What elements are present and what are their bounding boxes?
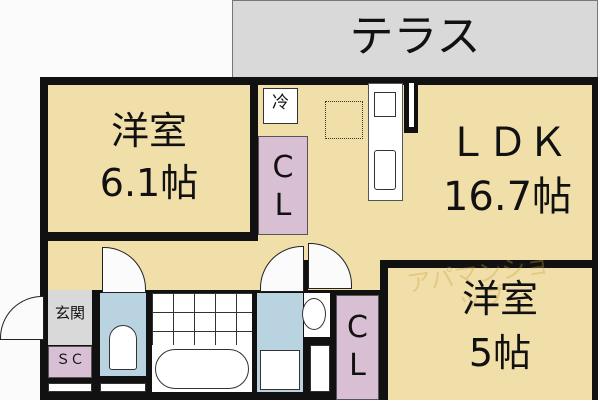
toilet-icon	[109, 325, 137, 370]
closet-1-c: C	[272, 150, 294, 185]
western-room-2-size: 5帖	[468, 331, 532, 375]
bathroom	[152, 293, 252, 345]
western-room-2	[388, 268, 592, 400]
terrace	[232, 0, 598, 78]
range-hood-mark	[325, 101, 363, 139]
storage-2	[100, 383, 146, 392]
western-room-2-name: 洋室	[461, 277, 538, 321]
bathtub-icon	[155, 349, 249, 389]
closet-1	[258, 136, 308, 235]
western-room-1-name: 洋室	[110, 109, 187, 153]
shoe-closet	[48, 346, 92, 378]
washing-machine-space	[260, 350, 300, 390]
ldk-size: 16.7帖	[442, 174, 573, 220]
fridge-space	[263, 88, 298, 124]
western-room-1	[48, 85, 250, 232]
closet-2-l: L	[349, 348, 366, 383]
closet-2-c: C	[347, 310, 368, 345]
stove-icon	[374, 92, 396, 117]
sink-icon	[374, 150, 396, 190]
western-room-1-size: 6.1帖	[99, 161, 199, 205]
fridge-label: 冷	[272, 93, 289, 113]
entrance-door[interactable]	[0, 296, 44, 340]
ldk-name: ＬＤＫ	[447, 120, 568, 166]
kitchen-wall-inner	[409, 83, 414, 127]
closet-1-l: L	[274, 188, 292, 223]
terrace-label: テラス	[349, 11, 481, 62]
entrance-label: 玄関	[54, 304, 85, 322]
ldk-room	[258, 85, 592, 260]
closet-2	[336, 295, 379, 400]
shoe-closet-label: ＳＣ	[56, 352, 84, 368]
washbasin-icon	[302, 298, 326, 330]
entrance	[48, 290, 92, 345]
storage-1	[48, 383, 92, 392]
storage-3	[310, 345, 330, 392]
